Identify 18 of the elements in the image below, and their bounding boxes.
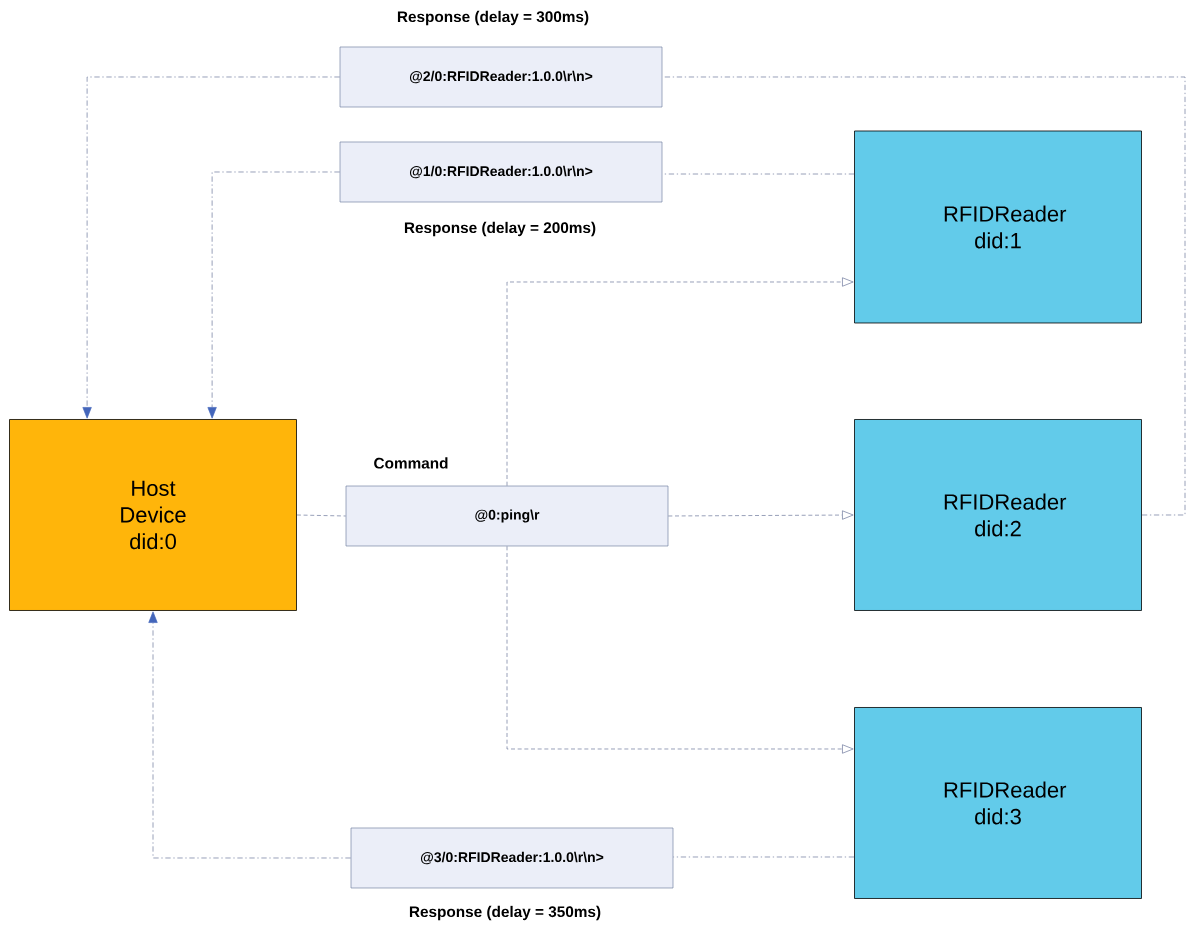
arrow [82, 76, 340, 419]
reader-box: RFIDReader did:2 [854, 419, 1142, 611]
message-caption: Response (delay = 200ms) [404, 221, 596, 237]
message-caption: Command [374, 457, 448, 469]
host-box: Host Device did:0 [9, 419, 297, 611]
message-box: @2/0:RFIDReader:1.0.0\r\n> [339, 46, 663, 108]
reader-box: RFIDReader did:1 [854, 130, 1142, 324]
message-caption: Response (delay = 350ms) [409, 905, 601, 921]
arrow [668, 510, 854, 520]
message-box: @1/0:RFIDReader:1.0.0\r\n> [339, 141, 663, 203]
message-box: @0:ping\r [345, 485, 669, 547]
arrow [207, 171, 340, 419]
arrow [506, 277, 854, 486]
message-box: @3/0:RFIDReader:1.0.0\r\n> [350, 827, 674, 889]
arrow [506, 546, 854, 754]
message-caption: Response (delay = 300ms) [397, 10, 589, 26]
arrow [148, 611, 351, 859]
reader-box: RFIDReader did:3 [854, 707, 1142, 899]
